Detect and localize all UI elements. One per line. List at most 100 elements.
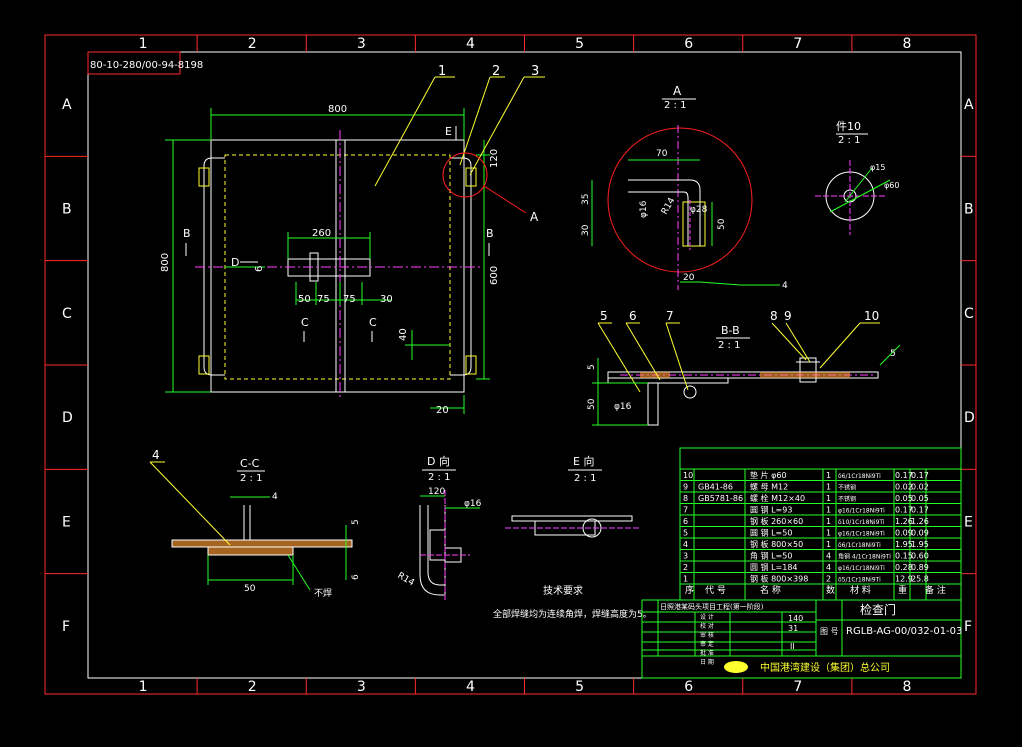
bom-cell-unit: 0.28 [895, 563, 913, 572]
cc-h6: 6 [351, 574, 361, 580]
hinge-tl [203, 157, 225, 172]
section-b-left: B [183, 227, 191, 240]
view-a-h30: 30 [581, 224, 591, 236]
bom-cell-no: 9 [683, 483, 688, 492]
bom-cell-mat: 不锈钢 [838, 495, 856, 503]
view-cc-title: C-C [240, 457, 260, 470]
bom-cell-name: 螺 栓 M12×40 [750, 493, 805, 503]
part10-phi15: φ15 [870, 163, 885, 172]
bom-cell-name: 角 钢 L=50 [750, 551, 792, 561]
tb-role: 审 定 [700, 640, 714, 648]
bom-cell-total: 0.17 [911, 506, 929, 515]
tech-req-title: 技术要求 [543, 584, 583, 597]
bom-cell-total: 0.89 [911, 563, 929, 572]
bom-cell-mat: 不锈钢 [838, 484, 856, 492]
dim-top: 120 [489, 149, 500, 168]
cc-w50: 50 [244, 584, 256, 594]
zone-col-label: 2 [248, 679, 257, 695]
dim-d4: 30 [380, 294, 393, 305]
zone-col-label: 4 [466, 679, 475, 695]
bom-cell-qty: 2 [826, 575, 831, 584]
bom-cell-mat: φ16/1Cr18Ni9Ti [838, 531, 885, 538]
bom-cell-qty: 1 [826, 529, 831, 538]
bom-cell-no: 8 [683, 494, 688, 503]
bom-cell-unit: 12.9 [895, 575, 913, 584]
dim-d5: 40 [398, 328, 409, 341]
zone-col-label: 3 [357, 36, 366, 52]
tb-role: 设 计 [700, 613, 714, 621]
zone-row-label: B [964, 202, 974, 218]
bom-cell-qty: 1 [826, 494, 831, 503]
bom-cell-total: 0.60 [911, 552, 929, 561]
zone-row-label: C [964, 306, 974, 322]
bom-cell-qty: 4 [826, 563, 831, 572]
view-bb: B-B 2 : 1 5 6 7 8 9 10 [587, 309, 901, 426]
view-bb-scale: 2 : 1 [718, 340, 740, 351]
tb-sheet: II [790, 642, 795, 651]
tb-weight: 140 [788, 614, 803, 623]
view-d-r14: R14 [396, 571, 417, 589]
view-e-scale: 2 : 1 [574, 473, 596, 484]
detail-circle [442, 152, 488, 198]
zone-row-label: E [62, 515, 71, 531]
dim-d2: 75 [317, 294, 330, 305]
bom-cell-name: 垫 片 φ60 [750, 470, 787, 480]
section-b-right: B [486, 227, 494, 240]
bom-cell-unit: 1.26 [895, 517, 913, 526]
dim-inner: 600 [489, 266, 500, 285]
bb-h50: 50 [587, 398, 597, 410]
bom-cell-mat: δ10/1Cr18Ni9Ti [838, 519, 885, 526]
bb-leader-5: 5 [600, 309, 608, 323]
bom-cell-name: 圆 钢 L=184 [750, 562, 798, 572]
bom-cell-unit: 0.02 [895, 483, 913, 492]
zone-col-label: 1 [139, 679, 148, 695]
bom-cell-mat: 角钢 4/1Cr18Ni9Ti [838, 553, 891, 561]
section-d: D [231, 256, 239, 269]
view-a-h50: 50 [717, 218, 727, 230]
section-c-right: C [369, 316, 377, 329]
tb-project: 日照港某码头项目工程(第一阶段) [660, 602, 764, 611]
bom-cell-name: 钢 板 800×50 [750, 539, 803, 549]
bb-h5-right: 5 [890, 349, 896, 359]
view-a-weld: 4 [782, 281, 788, 291]
view-a-r: R14 [660, 196, 678, 217]
tb-role: 审 核 [700, 631, 714, 639]
bom-cell-qty: 1 [826, 471, 831, 480]
bom-cell-qty: 1 [826, 540, 831, 549]
cc-note: 不焊 [314, 587, 332, 599]
bom-cell-no: 5 [683, 529, 688, 538]
hinge-bl [203, 360, 225, 376]
bom-cell-name: 圆 钢 L=93 [750, 505, 792, 515]
zone-col-label: 6 [684, 679, 693, 695]
leader-1: 1 [438, 64, 446, 79]
bom-cell-total: 0.02 [911, 483, 929, 492]
cc-leader-4: 4 [152, 448, 160, 462]
bb-leader-8: 8 [770, 309, 778, 323]
cc-t4: 4 [272, 492, 278, 502]
view-a-w: 70 [656, 149, 668, 159]
tb-role: 校 对 [700, 622, 714, 630]
bb-phi16: φ16 [614, 402, 632, 412]
bom-cell-qty: 4 [826, 552, 831, 561]
view-a-title: A [673, 84, 682, 98]
view-a-phi28: φ28 [690, 205, 708, 215]
tb-company: 中国港湾建设（集团）总公司 [760, 661, 890, 674]
part10-phi60: φ60 [884, 181, 899, 190]
hinge-tr [450, 157, 472, 172]
bom-cell-total: 0.17 [911, 471, 929, 480]
zone-col-label: 6 [684, 36, 693, 52]
zone-row-label: C [62, 306, 72, 322]
section-e: E [445, 125, 452, 138]
view-a-scale: 2 : 1 [664, 100, 686, 111]
tb-role: 批 准 [700, 649, 714, 657]
bom-cell-mat: δ5/1Cr18Ni9Ti [838, 577, 881, 584]
dim-height: 800 [160, 253, 171, 272]
zone-row-label: D [62, 410, 73, 426]
